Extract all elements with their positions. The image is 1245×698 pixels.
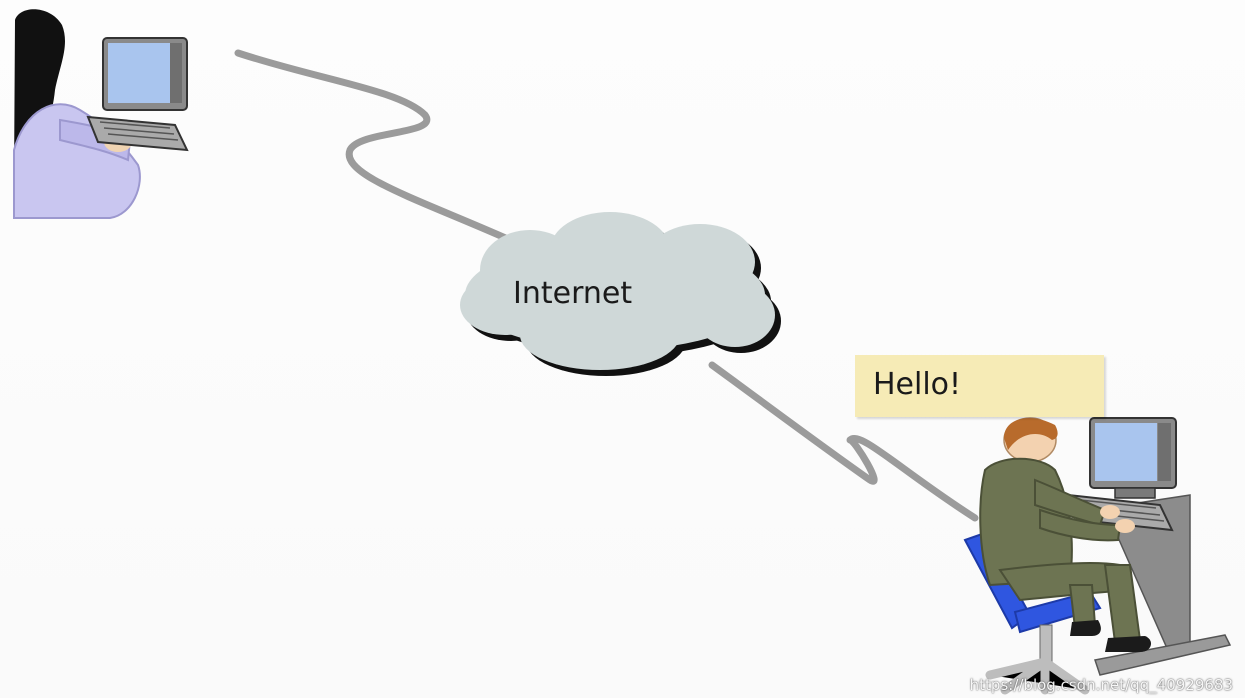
message-text: Hello! <box>873 367 962 402</box>
internet-label: Internet <box>513 276 633 311</box>
message-bubble: Hello! <box>855 355 1104 417</box>
cable-internet-to-receiver <box>708 361 979 522</box>
cable-sender-to-internet <box>234 49 514 244</box>
watermark-text: https://blog.csdn.net/qq_40929683 <box>969 676 1233 694</box>
